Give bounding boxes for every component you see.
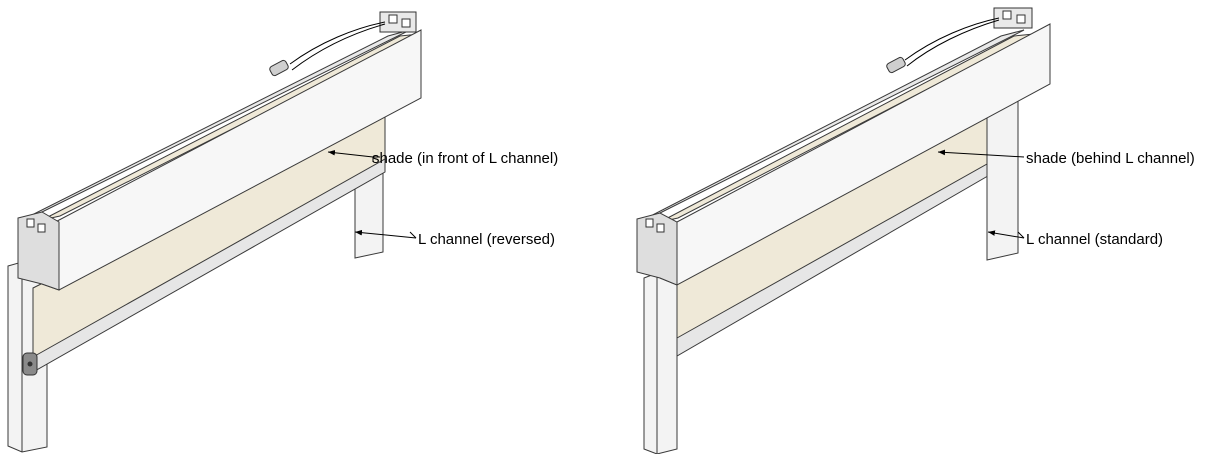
motor-bracket: [993, 7, 1033, 29]
motor-cable: [904, 17, 1000, 67]
left-l-channel: [643, 272, 678, 454]
motor-cable: [289, 21, 386, 71]
motor-bracket: [379, 11, 417, 33]
cassette-end-cap: [636, 212, 678, 286]
cable-connector: [886, 56, 906, 74]
cable-connector: [269, 59, 289, 77]
label-shade-behind: shade (behind L channel): [1026, 150, 1195, 167]
diagram-reversed-channel: [7, 11, 422, 453]
label-l-channel-standard: L channel (standard): [1026, 231, 1163, 248]
diagram-standard-channel: [636, 7, 1051, 454]
label-l-channel-reversed: L channel (reversed): [418, 231, 555, 248]
cassette-end-cap: [17, 211, 60, 291]
label-shade-in-front: shade (in front of L channel): [372, 150, 558, 167]
